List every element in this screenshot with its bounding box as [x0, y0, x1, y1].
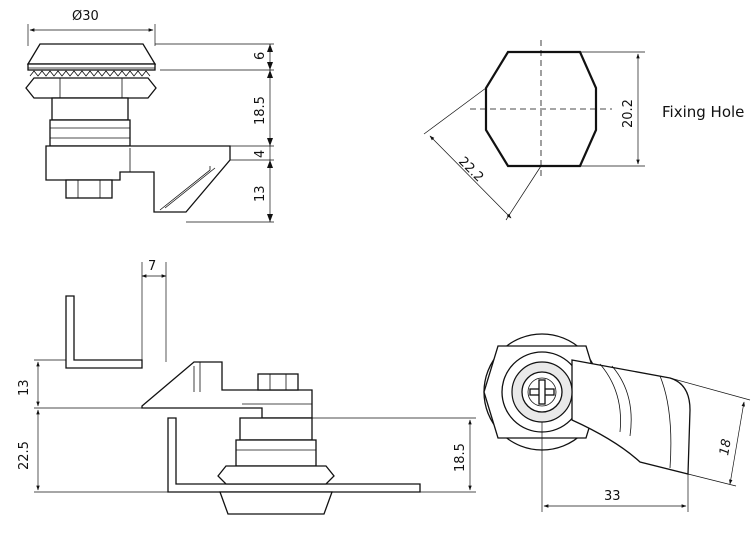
back-height-dim: [729, 401, 745, 485]
fixing-hole-title: Fixing Hole: [662, 103, 744, 121]
lock-body-lower: [49, 119, 131, 147]
cross-slot-v: [538, 379, 546, 405]
front-hex-nut: [217, 465, 335, 485]
dim-gap: 4: [253, 150, 268, 158]
back-view: 33 18: [483, 333, 751, 512]
front-view: 7 13 22.5 18.5: [17, 259, 476, 515]
hex-nut: [25, 77, 157, 99]
lock-body-upper: [51, 97, 129, 121]
front-body-upper: [239, 417, 313, 441]
door-panel-upper: [65, 295, 143, 369]
side-view: Ø30 6 18.5 4 13: [25, 9, 274, 223]
top-width-label: 7: [148, 259, 156, 274]
diameter-label: Ø30: [72, 9, 99, 24]
dim-cap-height: 6: [253, 52, 268, 60]
left-dim-13-label: 13: [17, 379, 32, 396]
front-body-lower: [235, 439, 317, 467]
cap-base: [27, 63, 156, 71]
dim-body-height: 18.5: [253, 96, 268, 125]
lock-cap: [26, 43, 157, 65]
hole-diagonal-dim: [429, 135, 512, 219]
front-cap: [219, 491, 333, 515]
bottom-nut: [65, 179, 113, 199]
hole-width-label: 20.2: [621, 99, 636, 128]
cam-arm: [45, 145, 231, 213]
right-dim-18-5-label: 18.5: [453, 443, 468, 472]
back-height-label: 18: [717, 438, 735, 457]
cap-serrations: [29, 70, 151, 77]
fixing-hole-view: 20.2 22.2 Fixing Hole: [423, 40, 744, 221]
back-width-label: 33: [604, 489, 621, 504]
hole-diagonal-label: 22.2: [455, 154, 486, 185]
dim-cam-height: 13: [253, 185, 268, 202]
left-dim-22-5-label: 22.5: [17, 441, 32, 470]
top-nut: [257, 373, 299, 391]
